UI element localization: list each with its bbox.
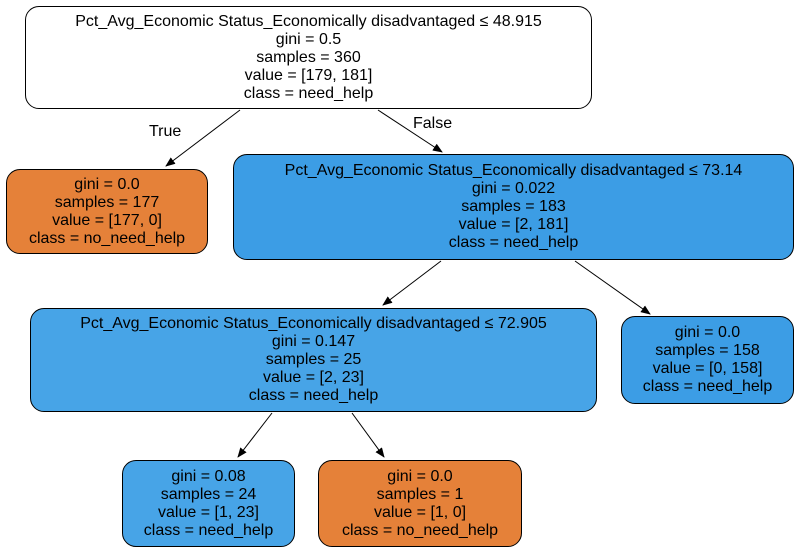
node-samples: samples = 1 (376, 485, 464, 503)
node-samples: samples = 25 (265, 351, 362, 368)
tree-node-right-left-split: Pct_Avg_Economic Status_Economically dis… (30, 308, 597, 412)
node-gini: gini = 0.0 (674, 324, 741, 341)
node-samples: samples = 158 (655, 342, 760, 359)
node-value: value = [2, 23] (263, 369, 364, 386)
node-gini: gini = 0.022 (471, 180, 556, 197)
node-value: value = [2, 181] (458, 216, 569, 233)
node-class: class = need_help (248, 387, 379, 404)
edge-label-false: False (413, 115, 453, 132)
node-value: value = [1, 23] (158, 503, 259, 521)
node-condition: Pct_Avg_Economic Status_Economically dis… (75, 12, 542, 30)
node-samples: samples = 183 (461, 198, 566, 215)
node-samples: samples = 177 (54, 193, 160, 211)
node-gini: gini = 0.5 (275, 30, 342, 48)
node-value: value = [179, 181] (244, 66, 373, 84)
edge-right-to-right-left (382, 260, 442, 306)
node-gini: gini = 0.08 (171, 467, 246, 485)
node-class: class = need_help (243, 84, 374, 102)
tree-node-right-left-left-leaf: gini = 0.08 samples = 24 value = [1, 23]… (122, 460, 295, 547)
tree-node-left-leaf: gini = 0.0 samples = 177 value = [177, 0… (6, 169, 208, 254)
edge-root-to-right (377, 109, 443, 153)
node-value: value = [0, 158] (652, 360, 763, 377)
edge-right-left-to-right (351, 412, 385, 458)
node-value: value = [1, 0] (373, 503, 467, 521)
node-gini: gini = 0.0 (387, 467, 453, 485)
tree-node-right-right-leaf: gini = 0.0 samples = 158 value = [0, 158… (621, 316, 794, 404)
edge-root-to-left (165, 109, 241, 167)
node-class: class = need_help (448, 234, 579, 251)
node-condition: Pct_Avg_Economic Status_Economically dis… (80, 315, 547, 332)
node-class: class = no_need_help (341, 521, 499, 539)
node-samples: samples = 24 (160, 485, 257, 503)
node-gini: gini = 0.147 (271, 333, 356, 350)
tree-node-right-left-right-leaf: gini = 0.0 samples = 1 value = [1, 0] cl… (318, 460, 522, 547)
node-class: class = need_help (143, 521, 274, 539)
node-class: class = no_need_help (28, 229, 186, 247)
edge-label-true: True (149, 123, 182, 140)
tree-node-right-split: Pct_Avg_Economic Status_Economically dis… (233, 154, 794, 260)
node-samples: samples = 360 (256, 48, 361, 66)
node-class: class = need_help (642, 378, 773, 395)
node-gini: gini = 0.0 (74, 175, 140, 193)
edge-right-to-right-right (574, 260, 651, 315)
tree-node-root: Pct_Avg_Economic Status_Economically dis… (25, 6, 592, 109)
node-condition: Pct_Avg_Economic Status_Economically dis… (284, 162, 743, 179)
node-value: value = [177, 0] (52, 211, 162, 229)
edge-right-left-to-left (237, 412, 273, 458)
